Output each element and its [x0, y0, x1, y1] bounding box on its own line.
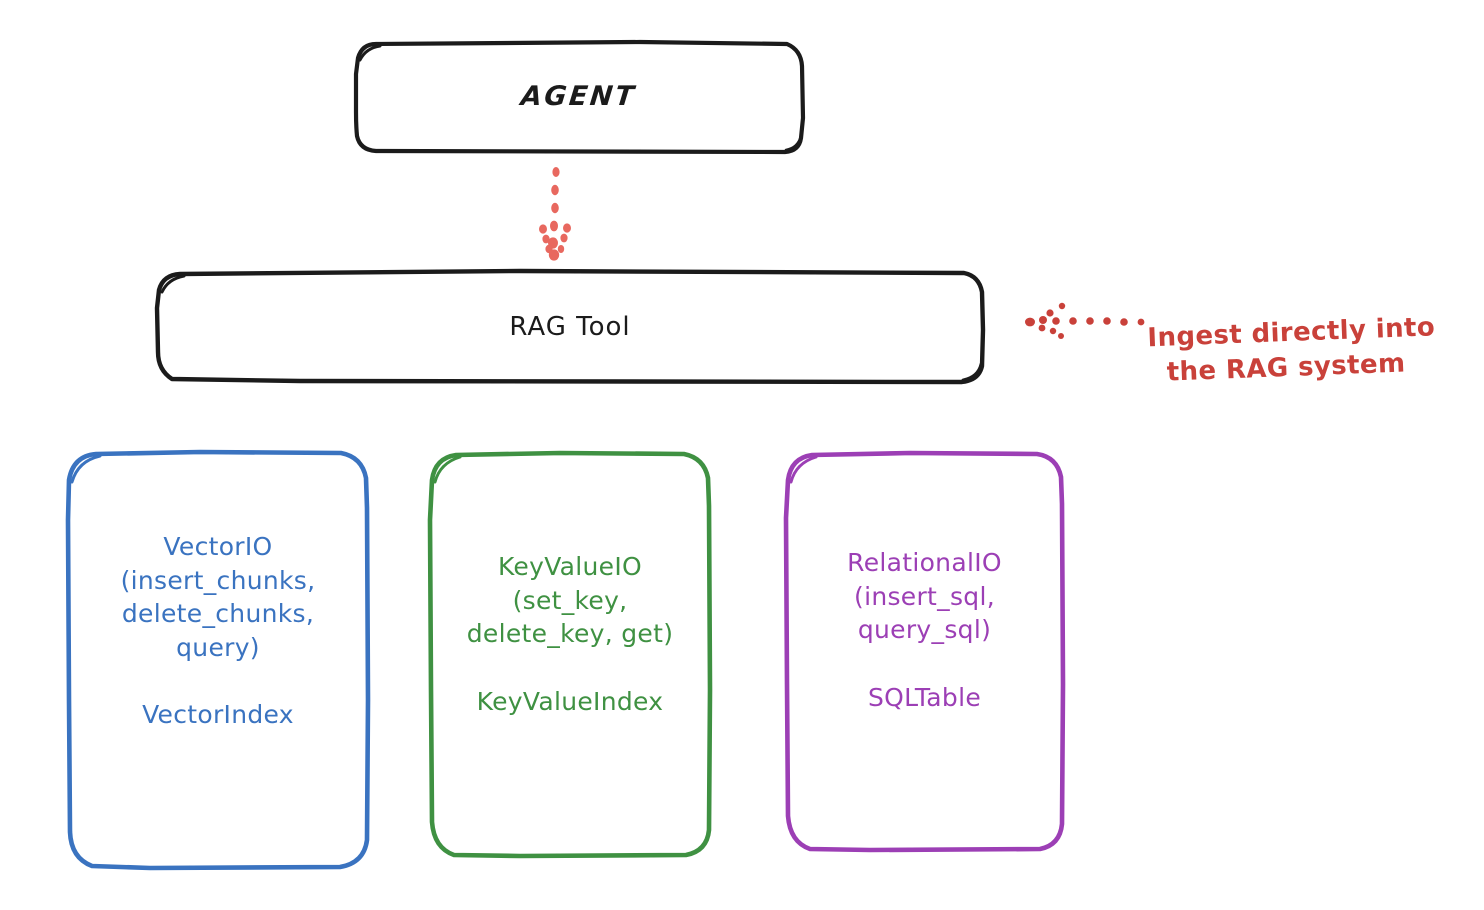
ingest-arrow — [1025, 302, 1145, 339]
vector-io-gap — [121, 664, 316, 698]
ingest-annotation: Ingest directly into the RAG system — [1145, 275, 1480, 425]
node-vector-io-label: VectorIO (insert_chunks, delete_chunks, … — [120, 532, 316, 662]
node-rag-tool-label: RAG Tool — [509, 311, 631, 342]
relational-io-gap — [847, 647, 1002, 681]
node-key-value-io[interactable]: KeyValueIO (set_key, delete_key, get) Ke… — [430, 452, 710, 856]
node-vector-io-index: VectorIndex — [142, 700, 294, 729]
agent-to-rag-arrow — [539, 167, 571, 261]
node-relational-io-index: SQLTable — [867, 682, 982, 712]
node-rag-tool[interactable]: RAG Tool — [157, 272, 983, 382]
key-value-io-gap — [467, 651, 674, 685]
node-relational-io[interactable]: RelationalIO (insert_sql, query_sql) SQL… — [786, 452, 1063, 850]
node-agent[interactable]: AGENT — [355, 42, 803, 152]
node-key-value-io-index: KeyValueIndex — [476, 686, 664, 716]
node-relational-io-label: RelationalIO (insert_sql, query_sql) — [847, 548, 1002, 644]
node-vector-io[interactable]: VectorIO (insert_chunks, delete_chunks, … — [68, 452, 368, 868]
node-key-value-io-label: KeyValueIO (set_key, delete_key, get) — [466, 552, 674, 648]
node-agent-label: AGENT — [519, 81, 639, 113]
